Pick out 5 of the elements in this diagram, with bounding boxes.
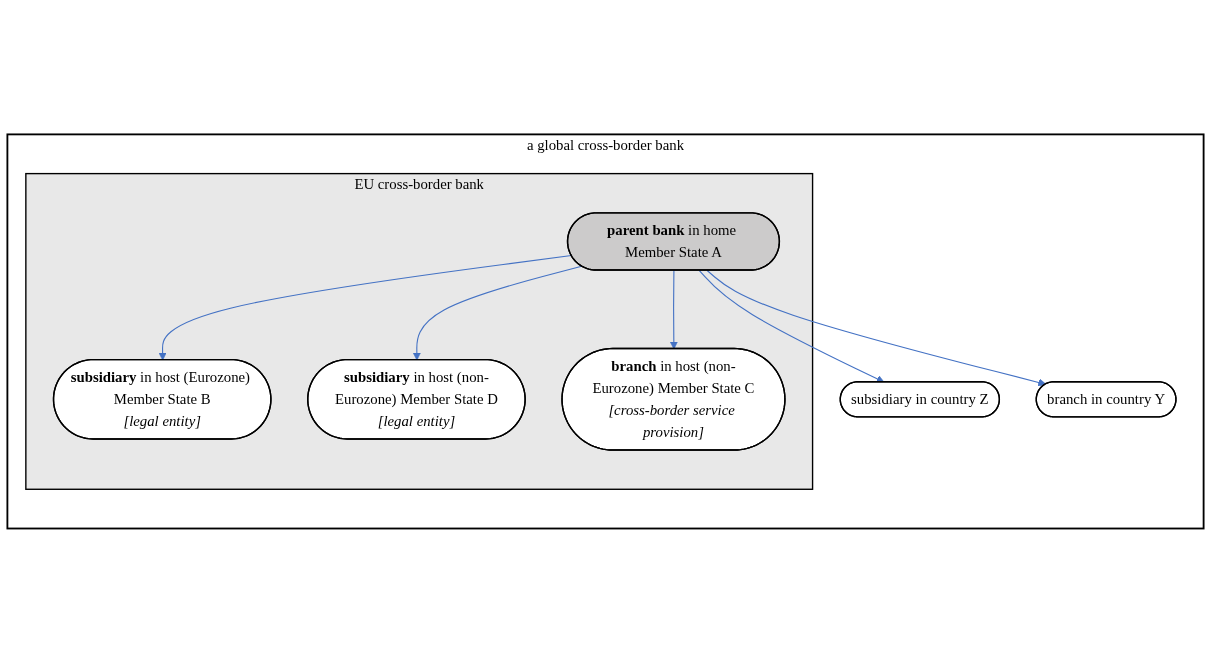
arrow xyxy=(698,269,885,383)
arrow xyxy=(706,269,1047,386)
arrow xyxy=(412,265,583,360)
arrow xyxy=(158,254,572,360)
arrow xyxy=(669,269,678,349)
